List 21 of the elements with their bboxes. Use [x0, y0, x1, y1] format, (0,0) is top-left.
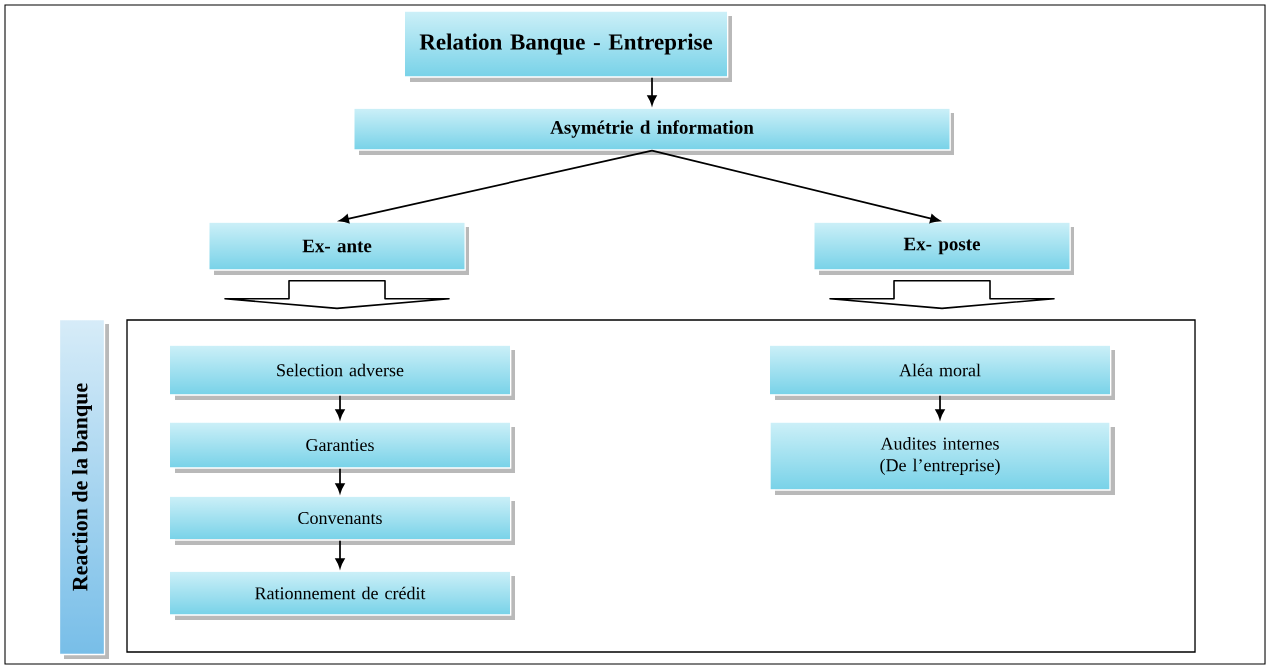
process-box: Asymétrie d information: [353, 107, 954, 155]
process-box: Audites internes (De l’entreprise): [769, 421, 1115, 495]
arrow: [335, 539, 345, 569]
arrow: [339, 149, 653, 224]
process-box: Ex- ante: [208, 221, 469, 275]
process-box: Aléa moral: [768, 344, 1115, 400]
arrow: [335, 394, 345, 420]
arrow: [647, 76, 657, 106]
process-box: Ex- poste: [813, 221, 1074, 275]
block-arrow: [224, 279, 450, 310]
arrow: [651, 149, 940, 224]
process-box: Selection adverse: [168, 344, 515, 400]
side-label-box: Reaction de la banque: [58, 318, 109, 659]
process-box: Rationnement de crédit: [168, 570, 515, 620]
process-box: Garanties: [168, 421, 515, 473]
process-box: Relation Banque - Entreprise: [403, 10, 732, 82]
block-arrow: [829, 279, 1055, 310]
arrow: [935, 394, 945, 420]
arrow: [335, 467, 345, 494]
frame-box: [126, 319, 1196, 653]
process-box: Convenants: [168, 495, 515, 545]
